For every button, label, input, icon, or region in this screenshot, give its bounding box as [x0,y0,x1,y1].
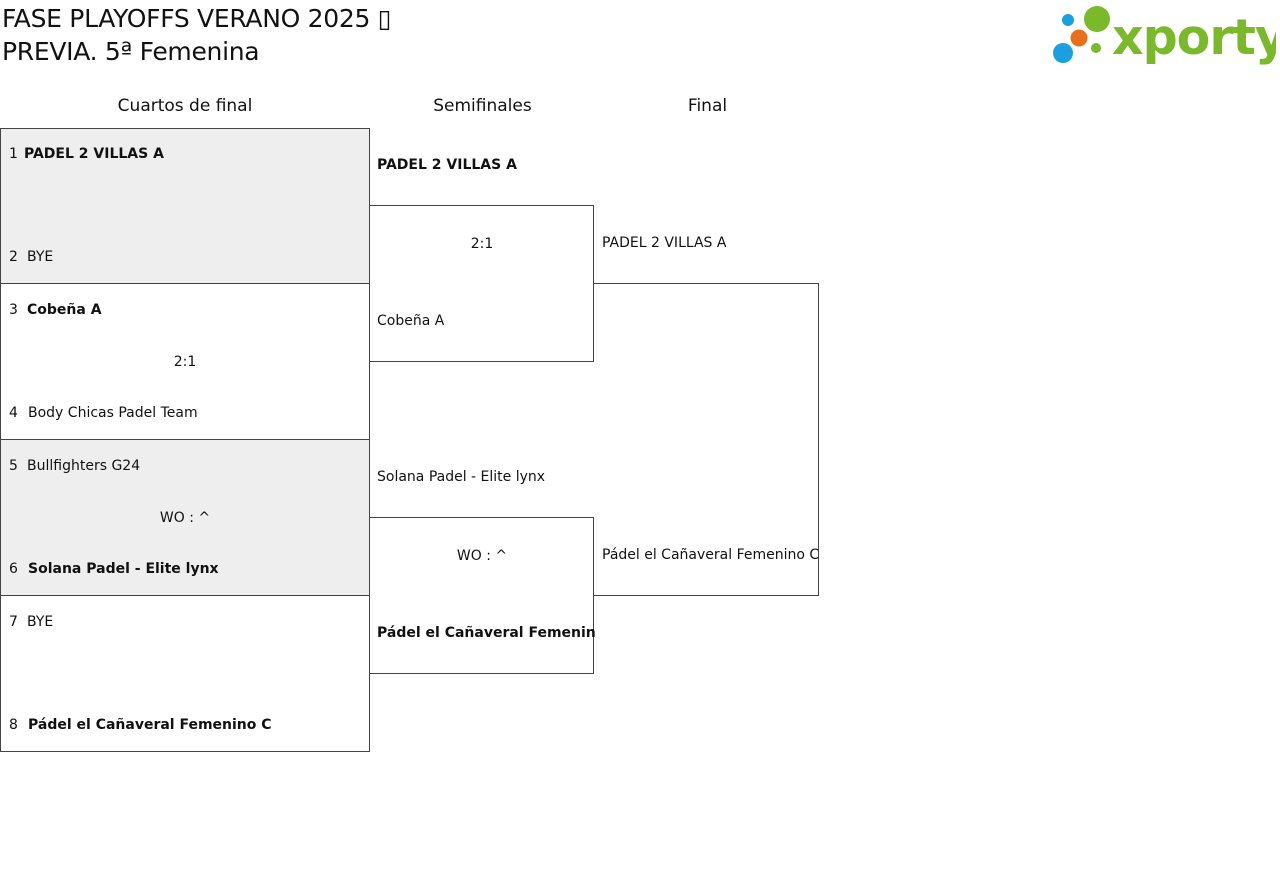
team-name[interactable]: PADEL 2 VILLAS A [24,146,164,162]
logo-dot-blue-bottom [1053,43,1073,63]
team-name[interactable]: Cobeña A [27,302,102,318]
seed-number: 6 [9,561,18,577]
logo-wordmark: xporty [1112,9,1276,66]
title-line-2: PREVIA. 5ª Femenina [2,37,260,66]
team-name[interactable]: Pádel el Cañaveral Femenino C [28,717,272,733]
seed-number: 7 [9,614,18,630]
team-name[interactable]: BYE [27,614,54,630]
logo-dot-blue-top [1062,14,1074,26]
team-name[interactable]: Bullfighters G24 [27,458,141,474]
final-connector [594,283,819,596]
match-score: 2:1 [173,354,197,370]
logo-dot-green-small [1091,43,1101,53]
team-name[interactable]: BYE [27,249,54,265]
final-team-away[interactable]: Pádel el Cañaveral Femenino C [602,547,820,563]
seed-number: 3 [9,302,18,318]
match-score: WO : ^ [159,510,211,526]
title-line-1: FASE PLAYOFFS VERANO 2025 ▯ [2,4,392,33]
sf2-team-away[interactable]: Pádel el Cañaveral Femenino C [377,625,595,641]
logo-dot-orange [1070,29,1088,47]
qf-match-4[interactable]: 7 BYE 8 Pádel el Cañaveral Femenino C [0,595,370,752]
round-title-semifinals: Semifinales [433,96,532,116]
sf-connector-1 [369,205,594,362]
sf2-team-home[interactable]: Solana Padel - Elite lynx [377,469,546,485]
seed-number: 5 [9,458,18,474]
logo-dot-green [1084,6,1110,32]
seed-number: 1 [9,146,18,162]
qf-match-1[interactable]: 1 PADEL 2 VILLAS A 2 BYE [0,128,370,285]
qf-match-2[interactable]: 3 Cobeña A 2:1 4 Body Chicas Padel Team [0,283,370,440]
sf1-team-home[interactable]: PADEL 2 VILLAS A [377,157,517,173]
seed-number: 8 [9,717,18,733]
team-name[interactable]: Solana Padel - Elite lynx [28,561,219,577]
sf-connector-2 [369,517,594,674]
team-name[interactable]: Body Chicas Padel Team [28,405,198,421]
seed-number: 4 [9,405,18,421]
page-title: FASE PLAYOFFS VERANO 2025 ▯ PREVIA. 5ª F… [2,2,391,68]
round-title-final: Final [687,96,728,116]
seed-number: 2 [9,249,18,265]
sf2-score: WO : ^ [456,548,508,564]
qf-match-3[interactable]: 5 Bullfighters G24 WO : ^ 6 Solana Padel… [0,439,370,596]
sf1-team-away[interactable]: Cobeña A [377,313,445,329]
round-title-quarterfinals: Cuartos de final [117,96,253,116]
xporty-logo: xporty [1053,6,1276,66]
sf1-score: 2:1 [470,236,494,252]
final-team-home[interactable]: PADEL 2 VILLAS A [602,235,727,251]
